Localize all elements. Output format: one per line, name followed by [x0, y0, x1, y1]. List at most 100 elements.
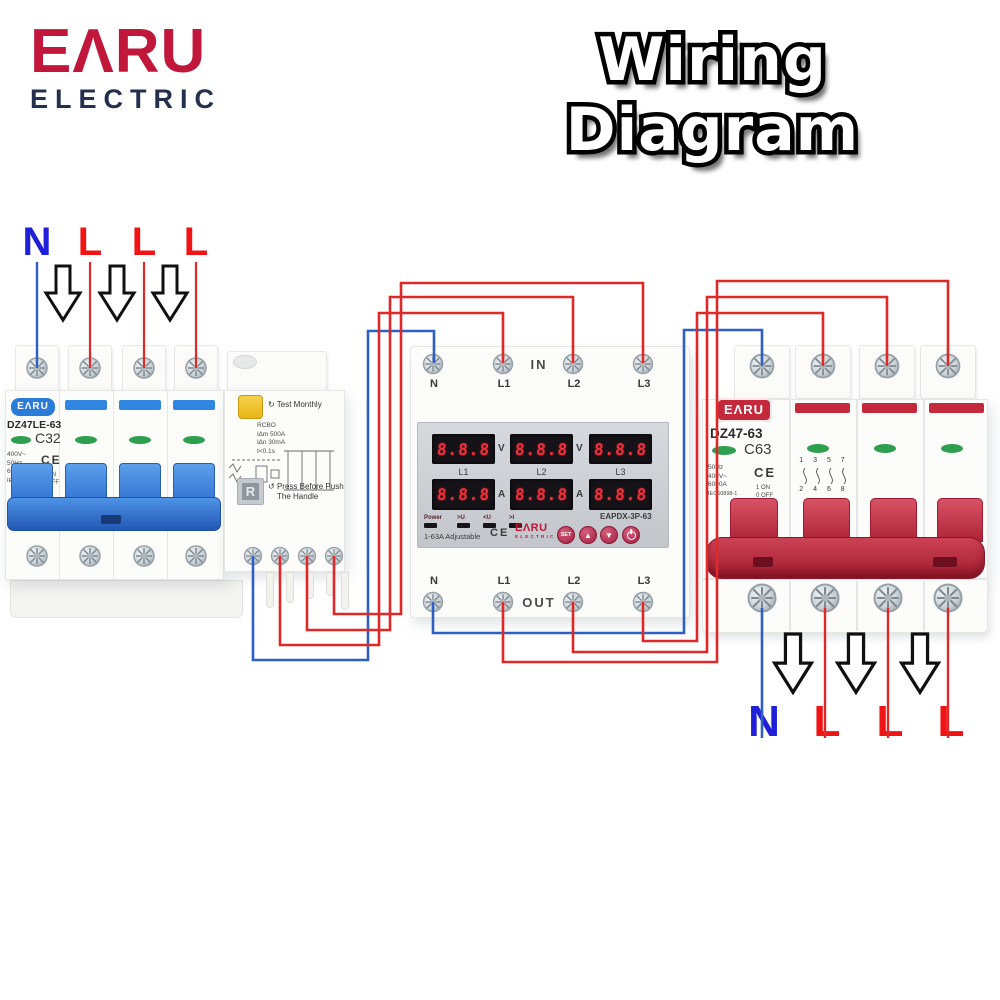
out-terminal-n: N: [430, 575, 438, 587]
rcbo-idn: I∆n 30mA: [257, 439, 286, 446]
spec-voltage: 400V~: [7, 451, 26, 458]
breaker-handle[interactable]: [937, 498, 983, 542]
status-window: [941, 444, 963, 453]
pole-numbers-bottom: 2 4 6 8: [799, 486, 849, 493]
busbar-pin: [286, 572, 294, 603]
right-breaker-model: DZ47-63: [710, 426, 763, 441]
in-terminal-l3: L3: [637, 378, 651, 390]
in-terminal-l1: L1: [497, 378, 511, 390]
spec-standard: IEC60898-1: [708, 490, 738, 497]
pole-stripe: [173, 400, 215, 410]
volt-unit-l2: V: [576, 443, 583, 454]
amp-display-l2: 8.8.8: [510, 479, 573, 510]
status-window: [807, 444, 829, 453]
pole-separator: [789, 581, 791, 631]
terminal-box: [734, 345, 790, 399]
power-button[interactable]: [622, 526, 640, 544]
amp-unit-l1: A: [498, 489, 506, 500]
volt-display-l2: 8.8.8: [510, 434, 573, 464]
down-arrow-icon: [98, 264, 136, 322]
down-button[interactable]: ▼: [600, 526, 618, 544]
down-arrow-icon: [836, 632, 876, 694]
down-arrow-icon: [900, 632, 940, 694]
left-breaker-backplate: [10, 580, 243, 618]
pole-separator: [59, 391, 60, 579]
rcbo-idm: I∆m 500A: [257, 430, 286, 438]
terminal-box: [795, 345, 851, 399]
pole-stripe: [119, 400, 161, 410]
up-button[interactable]: ▲: [579, 526, 597, 544]
tie-bar-notch: [753, 557, 773, 567]
brand-name: EΛRU: [30, 17, 207, 86]
indicator-over-voltage: >U: [457, 515, 470, 528]
in-terminal-l2: L2: [567, 378, 581, 390]
output-label-l2: L: [876, 697, 904, 746]
busbar-pin: [306, 572, 314, 599]
down-arrow-icon: [773, 632, 813, 694]
input-label-l1: L: [77, 220, 103, 264]
input-label-l3: L: [183, 220, 209, 264]
terminal-box: [920, 345, 976, 399]
protector-brand: EΛRU: [515, 522, 548, 534]
status-window: [75, 436, 97, 444]
busbar-pin: [326, 572, 334, 596]
amp-unit-l2: A: [576, 489, 584, 500]
tie-bar-notch: [933, 557, 957, 567]
spec-voltage: 400V~: [708, 472, 727, 480]
out-label: OUT: [522, 595, 556, 610]
pole-stripe: [65, 400, 107, 410]
output-label-l1: L: [813, 697, 841, 746]
busbar-pin: [266, 572, 274, 608]
left-breaker-rcbo: EΛRU DZ47LE-63 C32 400V~ 50Hz 6000A IEC6…: [5, 345, 349, 623]
busbar-pin: [341, 572, 349, 610]
terminal-box: [859, 345, 915, 399]
left-breaker-rating: C32: [35, 430, 61, 446]
phase-label-l2: L2: [536, 467, 547, 477]
breaker-handle[interactable]: [870, 498, 917, 542]
amp-display-l1: 8.8.8: [432, 479, 495, 510]
pole-stripe: [795, 403, 850, 413]
indicator-power: Power: [424, 515, 442, 528]
phase-label-l1: L1: [458, 467, 469, 477]
press-label-1: Press Before Push: [276, 482, 344, 491]
status-window: [712, 446, 736, 455]
pole-separator: [113, 391, 114, 579]
protector-device: IN N L1 L2 L3 8.8.8 V 8.8.8 V 8.8.8 L1 L…: [410, 346, 690, 618]
test-monthly-label: Test Monthly: [276, 400, 322, 409]
breaker-handle[interactable]: [803, 498, 850, 542]
set-button[interactable]: SET: [557, 526, 575, 544]
display-panel: 8.8.8 V 8.8.8 V 8.8.8 L1 L2 L3 8.8.8 A 8…: [417, 422, 669, 548]
reset-button[interactable]: R: [237, 478, 264, 505]
pole-separator: [856, 581, 858, 631]
status-window: [183, 436, 205, 444]
test-button[interactable]: [238, 395, 263, 419]
status-window: [874, 444, 896, 453]
protector-brand-sub: ELECTRIC: [515, 534, 556, 539]
input-label-n: N: [22, 220, 52, 264]
rcbo-top-hole: [233, 355, 257, 369]
tie-bar-notch: [101, 515, 121, 524]
output-label-l3: L: [937, 697, 965, 746]
page-title: Wiring Diagram: [561, 21, 862, 170]
brand-subtitle: ELECTRIC: [30, 84, 221, 114]
right-breaker: EΛRU DZ47-63 C63 50Hz 400V~ 6000A IEC608…: [702, 345, 990, 635]
right-breaker-brand-badge: EΛRU: [716, 398, 772, 422]
spec-current: 6000A: [708, 481, 727, 488]
protector-model: EAPDX-3P-63: [600, 512, 652, 521]
handle-tie-bar[interactable]: [7, 497, 221, 531]
pole-numbers-top: 1 3 5 7: [799, 457, 849, 464]
spec-freq: 50Hz: [708, 464, 724, 471]
rcbo-type: RCBO: [257, 422, 276, 429]
press-label-2: The Handle: [277, 492, 319, 501]
down-arrow-icon: [151, 264, 189, 322]
reset-button-label: R: [242, 483, 259, 500]
protector-brand-logo: EΛRU ELECTRIC: [515, 523, 556, 540]
breaker-handle[interactable]: [730, 498, 778, 542]
out-terminal-l1: L1: [497, 575, 511, 587]
pole-separator: [923, 581, 925, 631]
brand-logo: EΛRU ELECTRIC: [30, 17, 221, 114]
left-breaker-brand-badge: EΛRU: [11, 398, 55, 416]
output-label-n: N: [748, 697, 780, 746]
status-window: [11, 436, 31, 444]
